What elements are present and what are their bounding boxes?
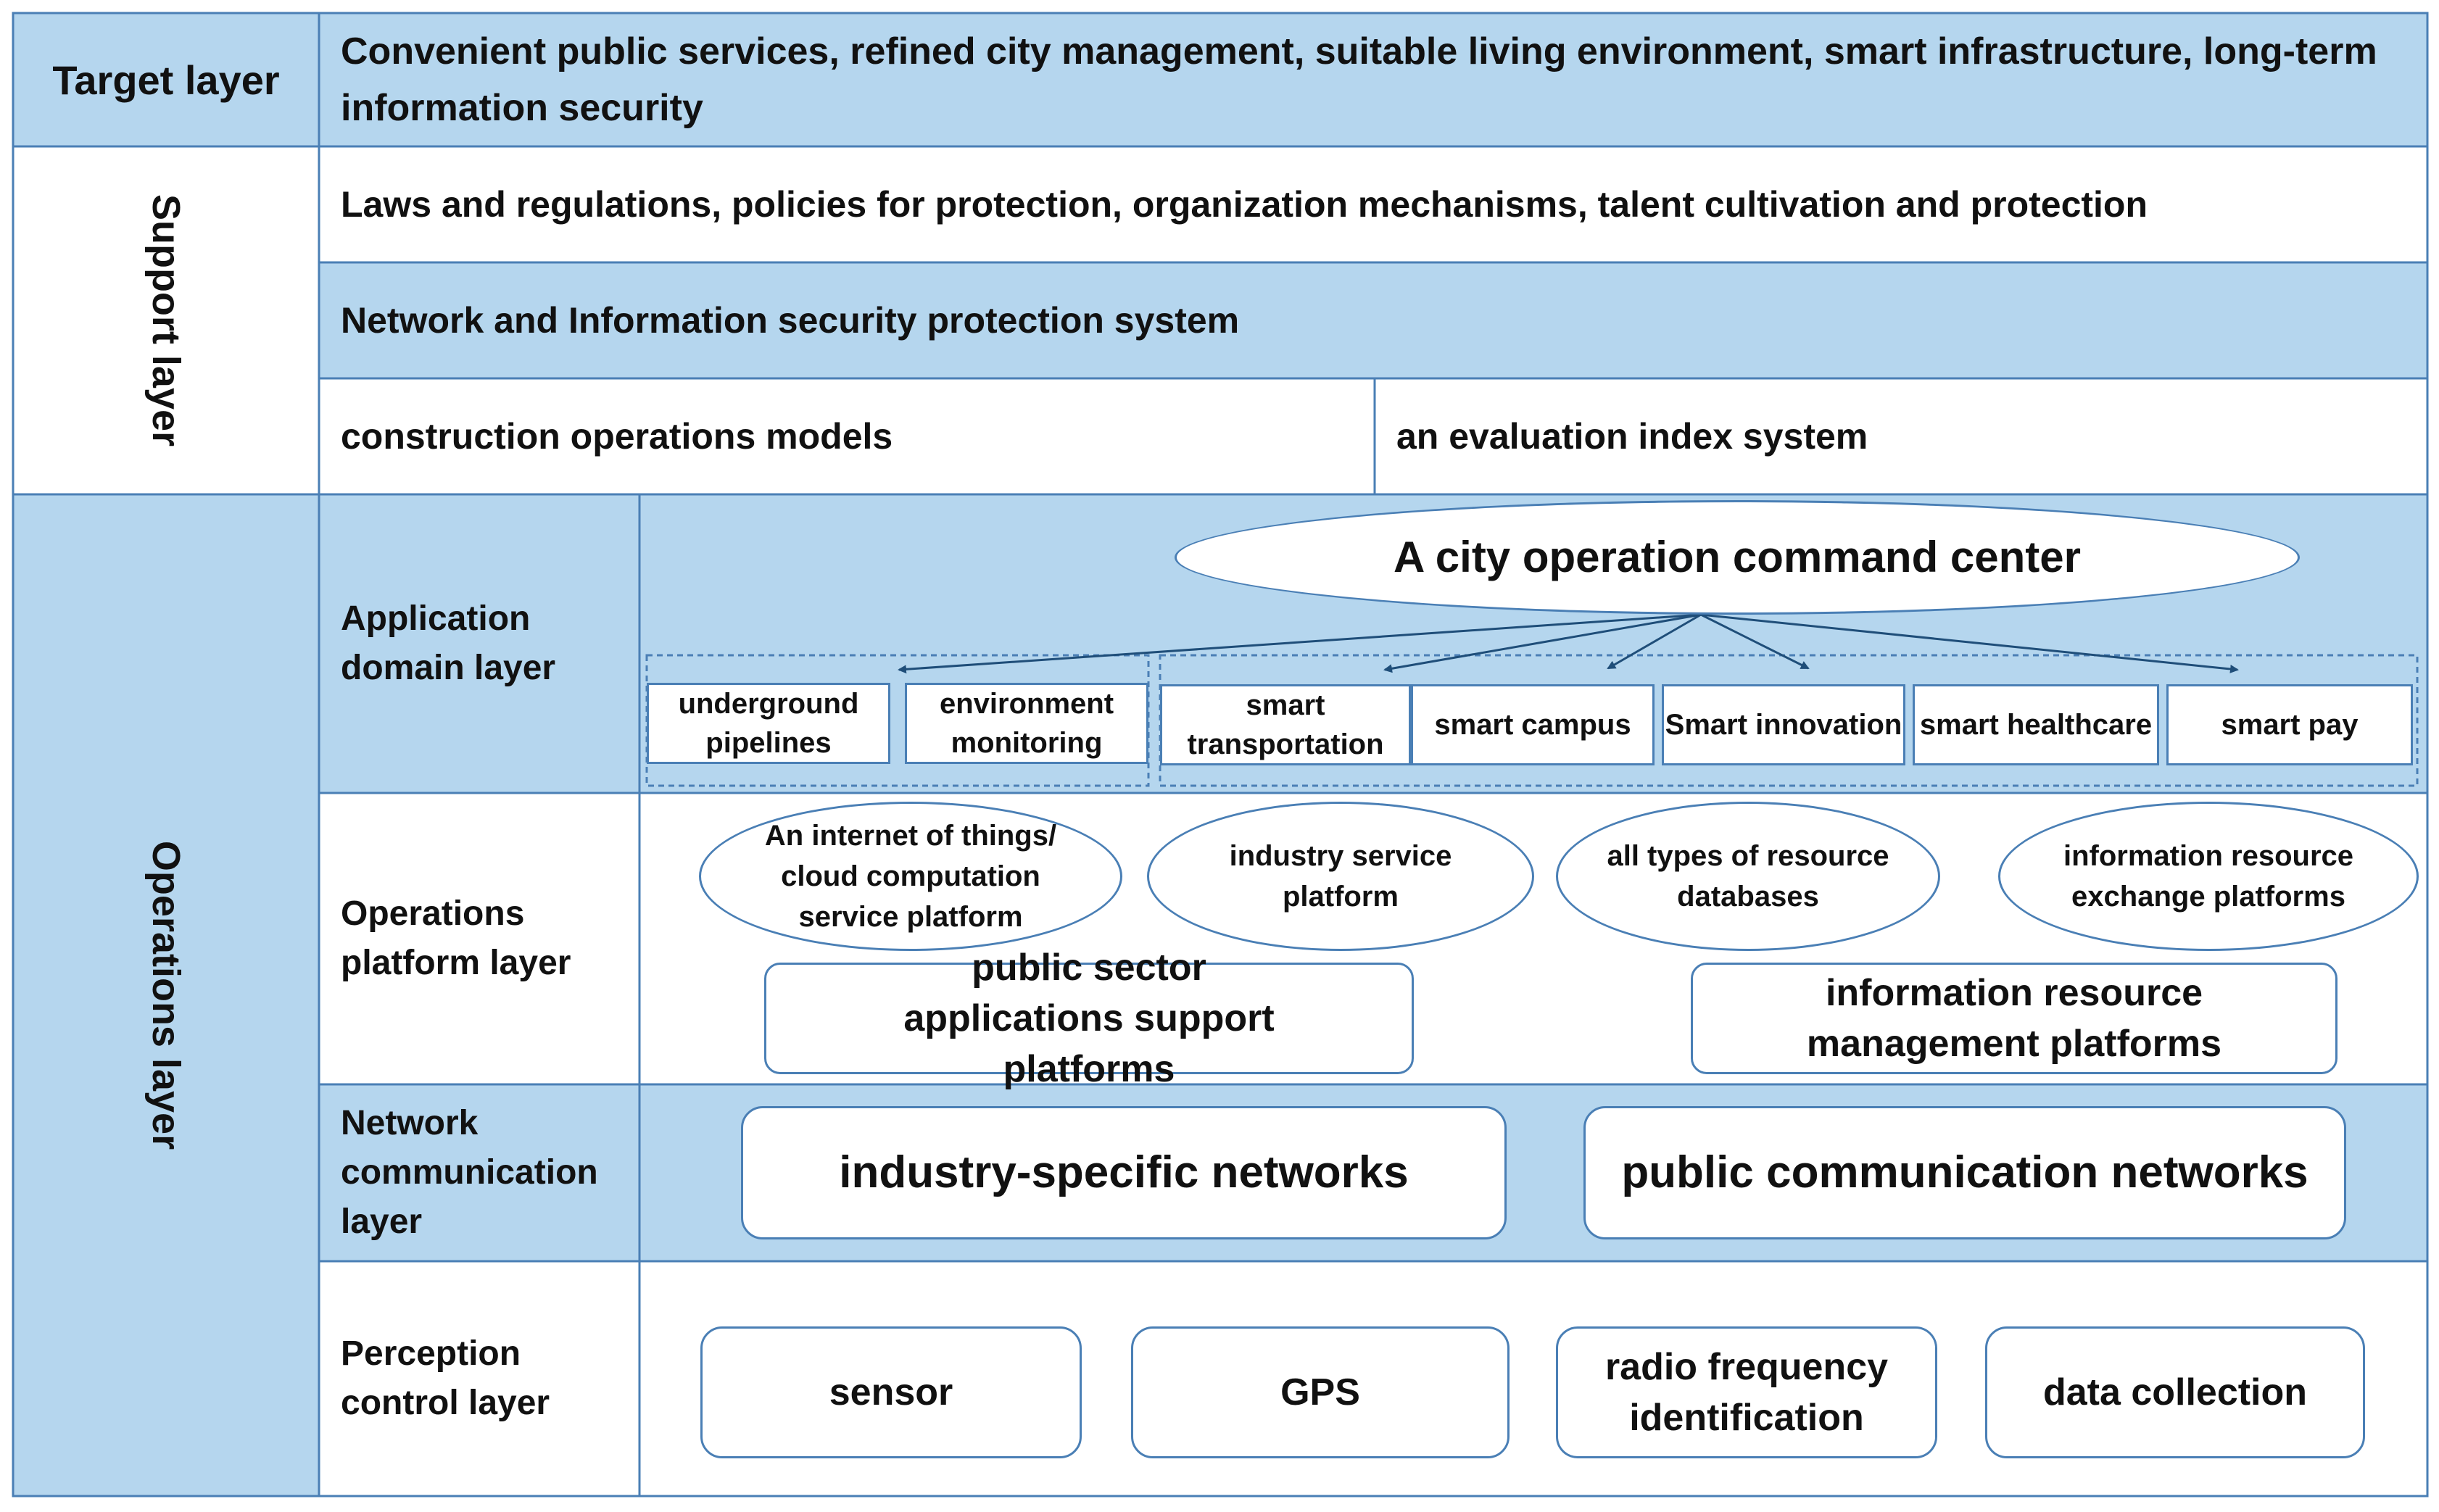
- public-sector-support-platforms: public sector applications support platf…: [764, 947, 1414, 1090]
- platform-info-exchange-ellipse: information resource exchange platforms: [1998, 802, 2419, 951]
- domain-underground-pipelines: underground pipelines: [647, 683, 890, 764]
- application-domain-label-cell: [319, 494, 639, 793]
- operations-layer-label-cell: [13, 494, 319, 1496]
- info-resource-management-platforms: information resource management platform…: [1691, 963, 2337, 1074]
- command-center-ellipse: A city operation command center: [1175, 500, 2300, 615]
- support-evaluation-cell: [1375, 378, 2427, 494]
- sensor-box: sensor: [700, 1326, 1082, 1458]
- domain-smart-pay: smart pay: [2166, 684, 2413, 765]
- public-communication-networks: public communication networks: [1583, 1106, 2346, 1239]
- rfid-box: radio frequency identification: [1556, 1326, 1937, 1458]
- domain-environment-monitoring: environment monitoring: [905, 683, 1148, 764]
- perception-control-label-cell: [319, 1261, 639, 1496]
- support-laws-text: Laws and regulations, policies for prote…: [341, 184, 2148, 225]
- industry-specific-networks: industry-specific networks: [741, 1106, 1507, 1239]
- network-communication-label: Network communication layer: [341, 1104, 598, 1241]
- support-network-security-text: Network and Information security protect…: [341, 300, 1240, 341]
- arrow-to-pay: [1700, 613, 2239, 673]
- operations-platform-label-cell: [319, 793, 639, 1084]
- platform-industry-service-ellipse: industry service platform: [1147, 802, 1534, 951]
- domain-smart-healthcare: smart healthcare: [1913, 684, 2159, 765]
- operations-platform-label: Operations platform layer: [341, 894, 571, 982]
- target-layer-label: Target layer: [52, 57, 280, 103]
- arrow-to-campus: [1607, 613, 1702, 670]
- application-domain-label: Application domain layer: [341, 599, 556, 687]
- target-layer-label-cell: [13, 13, 319, 146]
- target-layer-content-cell: [319, 13, 2427, 146]
- support-construction-text: construction operations models: [341, 416, 893, 457]
- domain-smart-innovation: Smart innovation: [1662, 684, 1905, 765]
- perception-control-label: Perception control layer: [341, 1334, 550, 1422]
- support-layer-label-cell: [13, 146, 319, 494]
- support-construction-cell: [319, 378, 1375, 494]
- support-evaluation-text: an evaluation index system: [1396, 416, 1868, 457]
- platform-resource-databases-ellipse: all types of resource databases: [1556, 802, 1940, 951]
- arrow-to-innovation: [1700, 613, 1810, 670]
- gps-box: GPS: [1131, 1326, 1510, 1458]
- support-network-security-cell: [319, 262, 2427, 378]
- domain-smart-transportation: smart transportation: [1160, 684, 1411, 765]
- platform-iot-cloud-ellipse: An internet of things/ cloud computation…: [699, 802, 1122, 951]
- domain-smart-campus: smart campus: [1411, 684, 1655, 765]
- arrow-to-left-group: [898, 613, 1702, 674]
- arrow-to-transportation: [1383, 613, 1702, 673]
- network-communication-label-cell: [319, 1084, 639, 1261]
- target-layer-text: Convenient public services, refined city…: [341, 30, 2377, 129]
- support-laws-cell: [319, 146, 2427, 262]
- data-collection-box: data collection: [1985, 1326, 2365, 1458]
